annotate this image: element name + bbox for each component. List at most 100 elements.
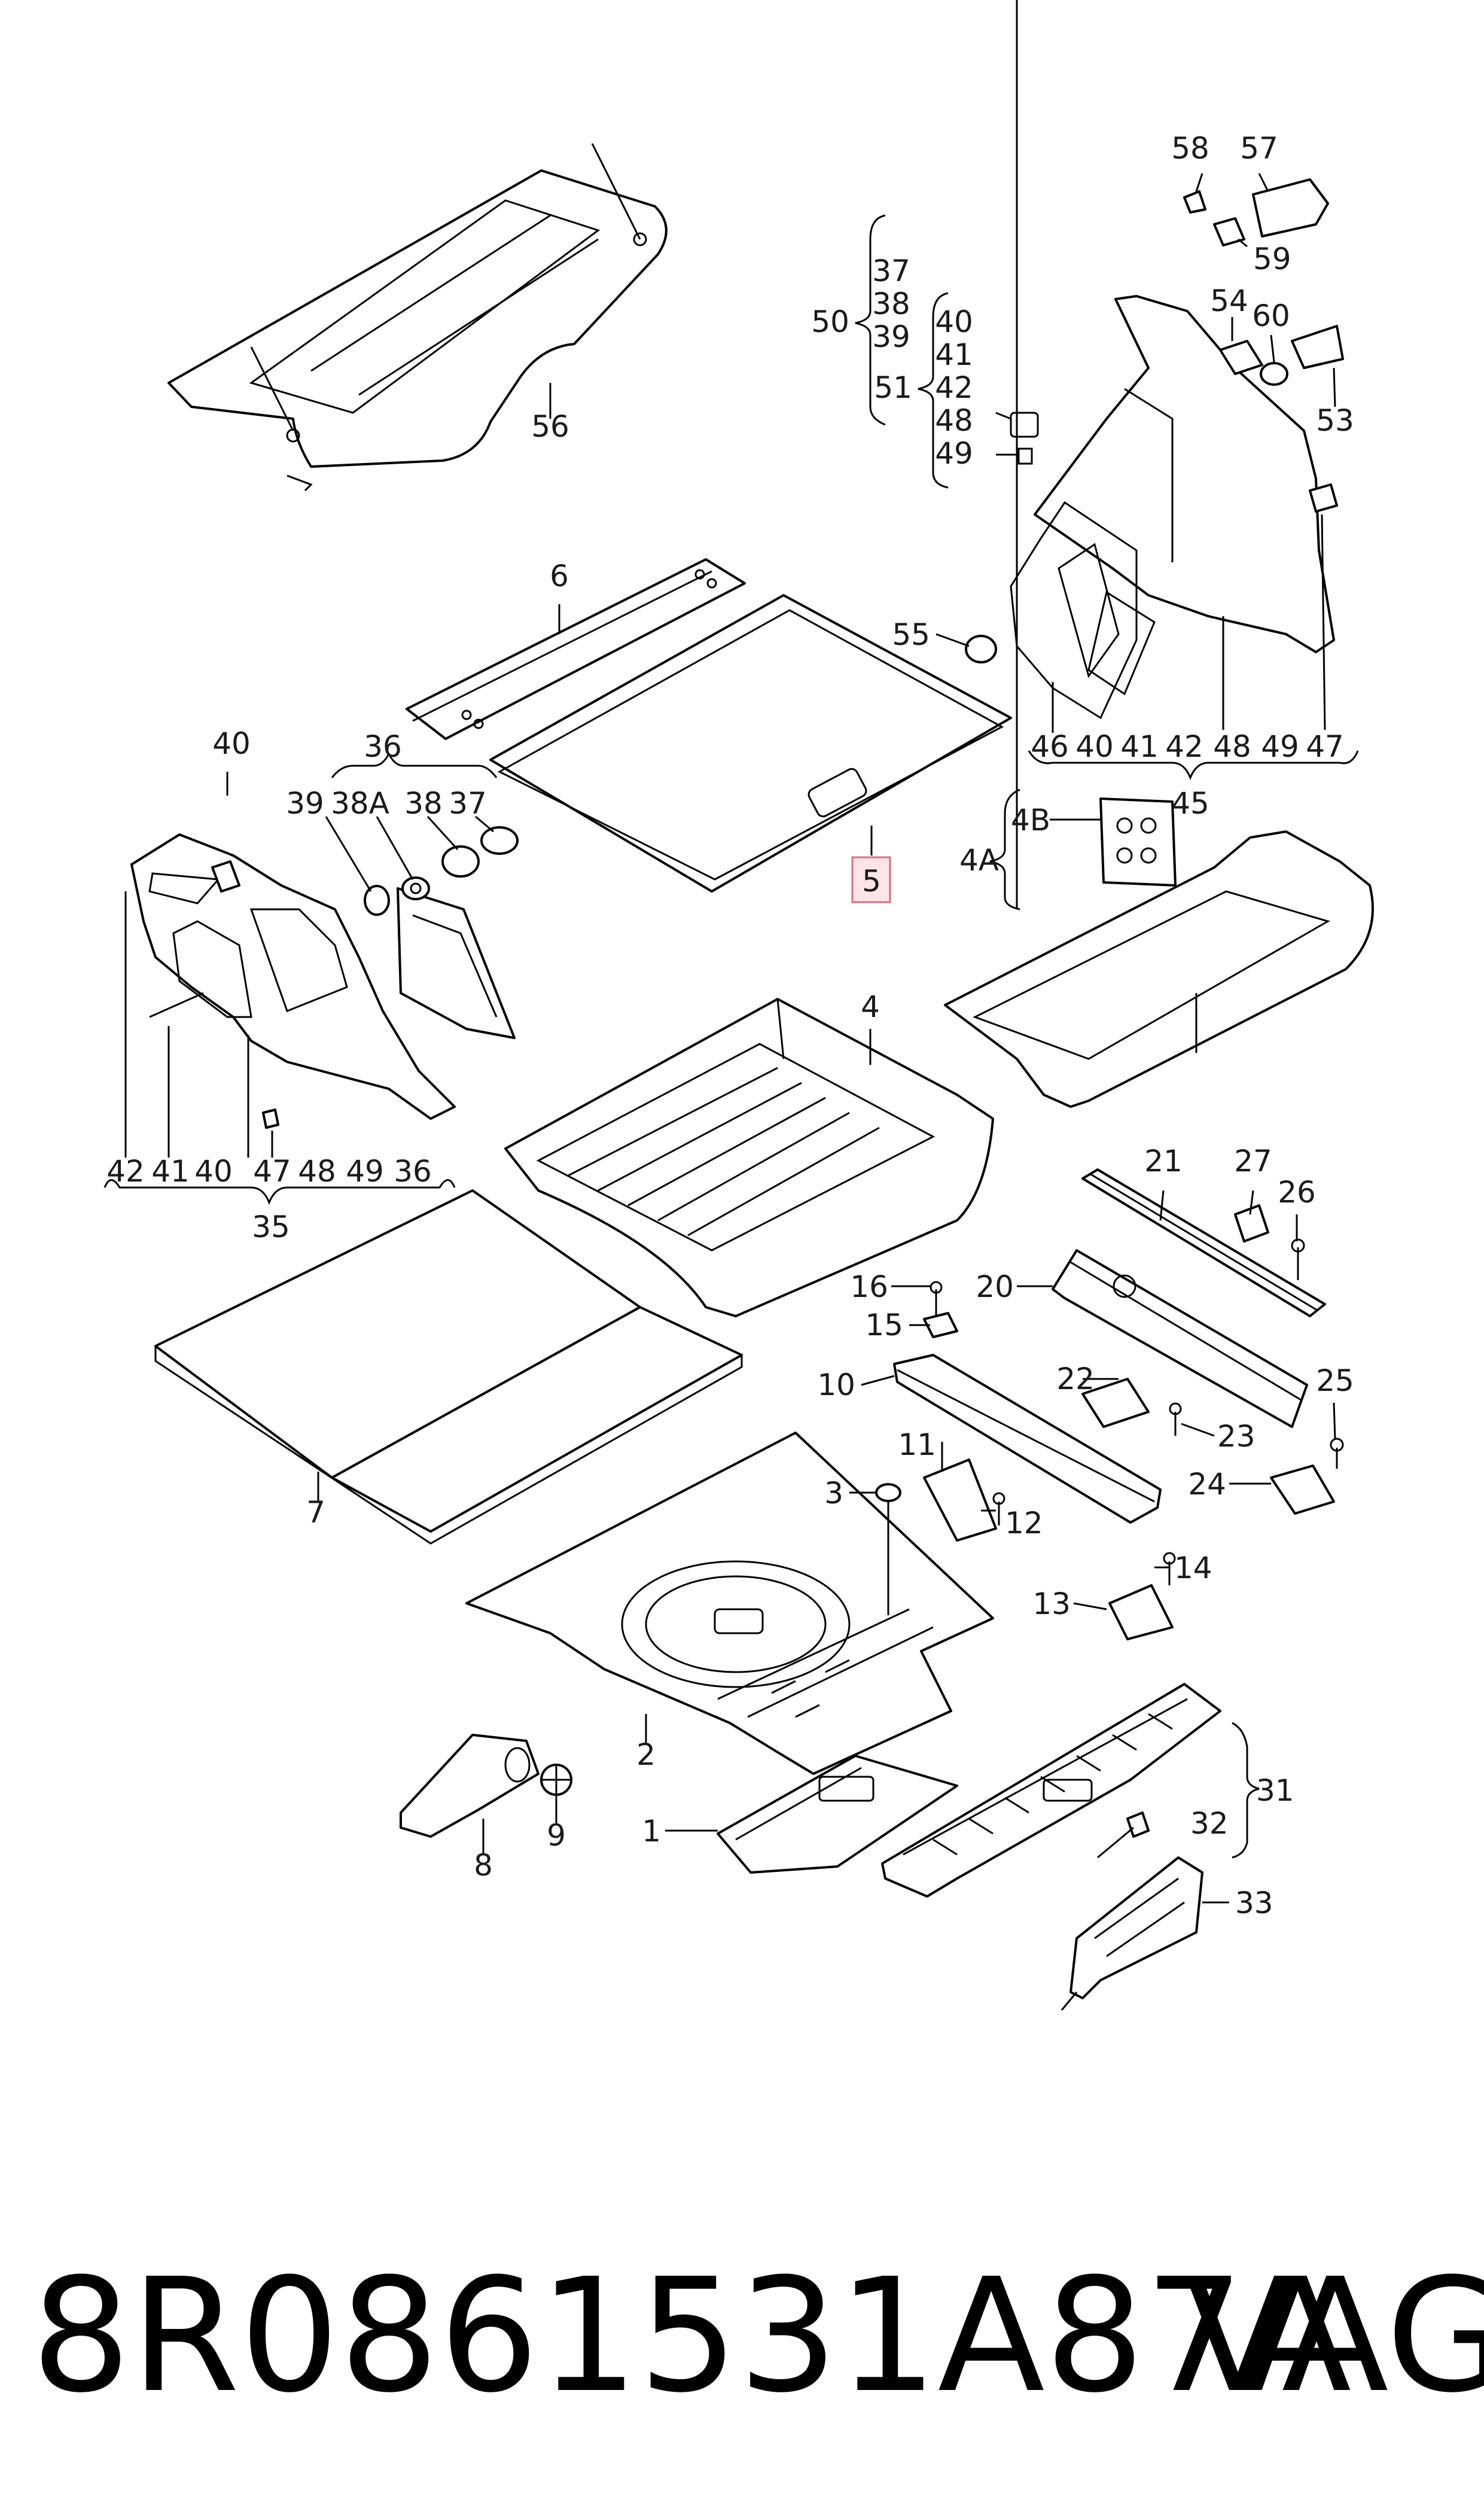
callout-36a[interactable]: 36: [364, 729, 402, 764]
callout-40d[interactable]: 40: [1075, 729, 1114, 764]
callout-49c[interactable]: 49: [1261, 729, 1299, 764]
callout-39b[interactable]: 39: [286, 786, 324, 821]
callout-58[interactable]: 58: [1171, 131, 1209, 166]
callout-7[interactable]: 7: [306, 1495, 325, 1530]
callout-41a[interactable]: 41: [935, 337, 973, 372]
callout-1[interactable]: 1: [642, 1814, 661, 1849]
callout-37a[interactable]: 37: [872, 254, 910, 288]
callout-47b[interactable]: 47: [1306, 729, 1344, 764]
callout-47a[interactable]: 47: [253, 1154, 291, 1189]
callout-35[interactable]: 35: [252, 1210, 290, 1244]
part-20-rail: [1052, 1249, 1308, 1428]
callout-8[interactable]: 8: [474, 1848, 493, 1883]
callout-32[interactable]: 32: [1190, 1806, 1229, 1841]
part-57-bracket: [1252, 178, 1329, 238]
callout-33[interactable]: 33: [1235, 1886, 1273, 1920]
callout-56[interactable]: 56: [531, 409, 569, 444]
part-9-clip: [540, 1764, 572, 1796]
callout-14[interactable]: 14: [1174, 1551, 1212, 1585]
callout-15[interactable]: 15: [865, 1308, 903, 1342]
part-27-cap: [1234, 1204, 1269, 1243]
callout-12[interactable]: 12: [1005, 1506, 1043, 1540]
callout-54[interactable]: 54: [1210, 284, 1248, 318]
part-number: 8R0861531A87A: [31, 2245, 1352, 2427]
part-47b-clip: [1309, 483, 1338, 513]
callout-40b[interactable]: 40: [212, 726, 251, 761]
part-31-sill-cover: [881, 1683, 1221, 1898]
callout-10[interactable]: 10: [817, 1368, 855, 1402]
callout-59[interactable]: 59: [1253, 242, 1291, 276]
part-49-clip: [1017, 447, 1033, 465]
part-48-clip: [1010, 412, 1039, 438]
part-53-bracket: [1291, 325, 1344, 369]
part-33-latch-bracket: [1069, 1856, 1203, 1999]
callout-40a[interactable]: 40: [935, 305, 973, 339]
callout-39a[interactable]: 39: [872, 319, 910, 354]
part-39: [364, 885, 390, 916]
callout-49a[interactable]: 49: [935, 436, 973, 471]
callout-6[interactable]: 6: [550, 559, 569, 593]
callout-24[interactable]: 24: [1188, 1467, 1226, 1502]
callout-4B[interactable]: 4B: [1011, 803, 1050, 838]
callout-55[interactable]: 55: [892, 617, 930, 652]
callout-38a[interactable]: 38: [872, 287, 910, 321]
callout-42b[interactable]: 42: [106, 1154, 145, 1189]
callout-57[interactable]: 57: [1240, 131, 1278, 166]
parts-53-60: [1219, 325, 1344, 513]
part-7-floor-board: [154, 1189, 743, 1545]
callout-4A[interactable]: 4A: [959, 843, 999, 878]
leader-lines: [124, 0, 1336, 2011]
parts-57-59: [1183, 178, 1329, 246]
part-47-clip: [262, 1109, 279, 1129]
callout-21[interactable]: 21: [1144, 1144, 1183, 1179]
callout-37b[interactable]: 37: [449, 786, 487, 821]
callout-36b[interactable]: 36: [394, 1154, 432, 1189]
part-37: [480, 826, 519, 855]
callout-60[interactable]: 60: [1252, 299, 1290, 333]
fasteners: [923, 1204, 1344, 1640]
callout-22[interactable]: 22: [1056, 1362, 1095, 1396]
callout-50[interactable]: 50: [811, 305, 849, 339]
part-6-panel-strip: [406, 558, 746, 740]
callout-11[interactable]: 11: [898, 1427, 936, 1462]
callout-38b[interactable]: 38: [404, 786, 443, 821]
callout-23[interactable]: 23: [1217, 1419, 1256, 1454]
callout-27[interactable]: 27: [1234, 1144, 1272, 1179]
callout-48a[interactable]: 48: [935, 403, 973, 438]
callout-41b[interactable]: 41: [151, 1154, 190, 1189]
callout-9[interactable]: 9: [547, 1818, 566, 1853]
part-1-bracket-plate: [717, 1755, 958, 1874]
callout-49b[interactable]: 49: [346, 1154, 384, 1189]
callout-2[interactable]: 2: [636, 1737, 656, 1772]
callout-26[interactable]: 26: [1278, 1175, 1316, 1210]
callout-labels: 5 56 6 4 7 2 8 9 1 3 16 15 10 11 12 13 1…: [106, 131, 1354, 1920]
callout-41c[interactable]: 41: [1120, 729, 1159, 764]
part-41-screw: [149, 992, 204, 1018]
callout-40c[interactable]: 40: [194, 1154, 233, 1189]
callout-20[interactable]: 20: [976, 1269, 1014, 1304]
callout-42c[interactable]: 42: [1165, 729, 1203, 764]
callout-48c[interactable]: 48: [1213, 729, 1251, 764]
callout-13[interactable]: 13: [1032, 1587, 1071, 1621]
callout-42a[interactable]: 42: [935, 370, 973, 405]
callout-3[interactable]: 3: [824, 1476, 843, 1511]
callout-38A[interactable]: 38A: [331, 786, 389, 821]
part-40-clip: [211, 860, 240, 893]
part-58-clip: [1183, 190, 1206, 214]
callout-16[interactable]: 16: [850, 1269, 888, 1304]
part-35-left-trim: [130, 833, 456, 1129]
callout-4[interactable]: 4: [861, 989, 880, 1024]
callout-25[interactable]: 25: [1316, 1363, 1354, 1398]
callout-5[interactable]: 5: [862, 864, 881, 899]
part-10-rail: [893, 1354, 1162, 1524]
callout-48b[interactable]: 48: [298, 1154, 336, 1189]
callout-46[interactable]: 46: [1031, 729, 1069, 764]
part-38: [441, 845, 480, 878]
callout-31[interactable]: 31: [1256, 1773, 1294, 1808]
callout-45[interactable]: 45: [1171, 786, 1209, 821]
callout-53[interactable]: 53: [1316, 403, 1354, 438]
callout-51[interactable]: 51: [874, 370, 912, 405]
part-15-nut: [923, 1312, 958, 1338]
part-11-bracket: [923, 1459, 997, 1542]
